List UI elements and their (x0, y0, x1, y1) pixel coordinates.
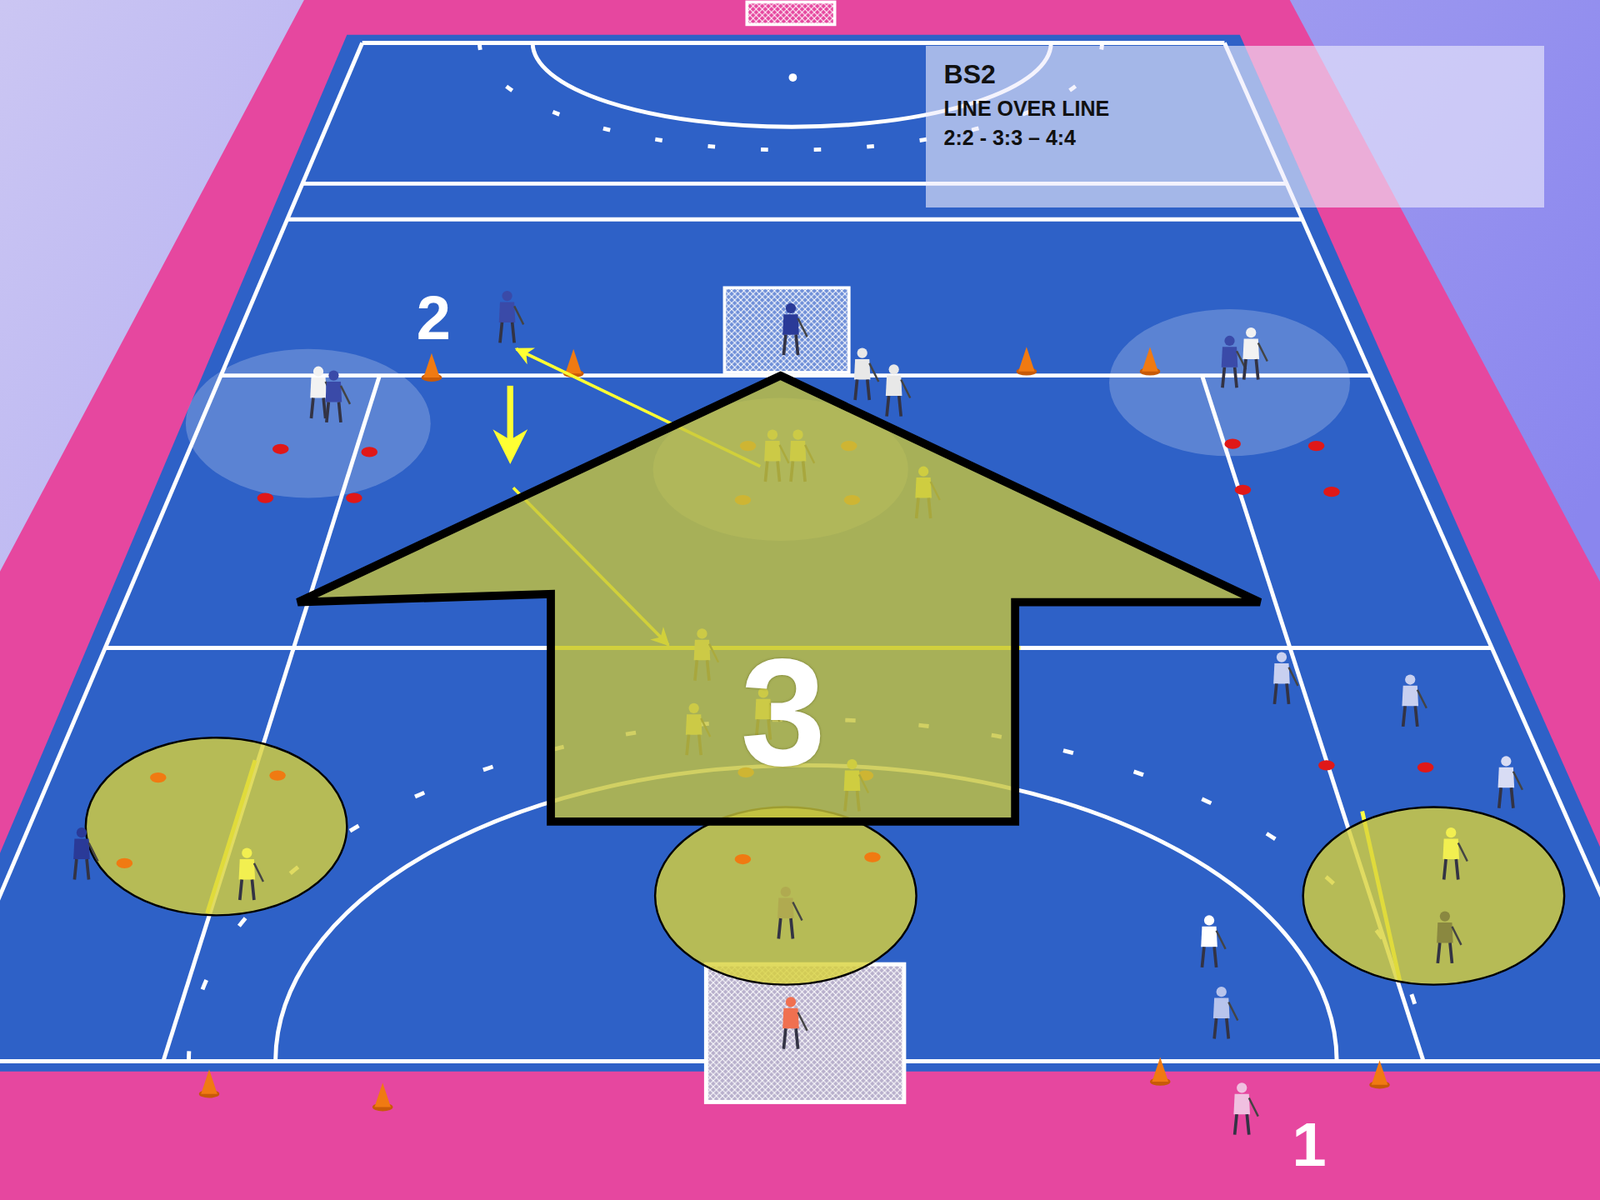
pitch-ellipse (185, 349, 431, 499)
pitch-ellipse (1318, 760, 1335, 770)
zone-number: 3 (740, 635, 826, 789)
direction-arrow: 3 (291, 367, 1266, 828)
pitch-use (854, 348, 879, 400)
callout-number: 2 (416, 287, 451, 350)
pitch-ellipse (269, 770, 286, 780)
pitch-use (1221, 335, 1246, 388)
pitch-use (1233, 1082, 1258, 1135)
pitch-line (0, 42, 363, 1061)
pitch-use (1273, 651, 1298, 704)
drill-code: BS2 (944, 59, 1526, 90)
pitch-polygon (0, 35, 1600, 1072)
pitch-use (499, 290, 524, 343)
pitch-ellipse (1235, 485, 1252, 495)
pitch-ellipse (1224, 439, 1241, 450)
pitch-use (782, 303, 807, 355)
drill-name: LINE OVER LINE (944, 96, 1526, 121)
pitch-use (421, 353, 442, 382)
pitch-rect (746, 1, 835, 25)
pitch-use (73, 827, 98, 880)
players (73, 290, 1523, 1135)
pitch-ellipse (345, 492, 363, 503)
pitch-use (372, 1082, 393, 1111)
pitch-line (507, 385, 514, 458)
pitch-use (777, 886, 802, 939)
pitch-ellipse (257, 492, 275, 503)
zones (85, 309, 1565, 985)
pitch-use (1016, 346, 1037, 375)
pitch-ellipse (864, 851, 881, 862)
pitch-use (1213, 986, 1238, 1039)
pitch-rect (724, 287, 849, 373)
pitch-use (1200, 915, 1225, 967)
pitch-ellipse (1323, 486, 1340, 497)
pitch-ellipse (85, 737, 347, 915)
pitch-line (286, 217, 1302, 222)
pitch-use (1498, 755, 1523, 808)
pitch-ellipse (1303, 807, 1565, 985)
pitch-ellipse (116, 858, 134, 869)
pitch-use (1242, 327, 1267, 380)
pitch-ellipse (1308, 440, 1325, 451)
pitch-ellipse (272, 444, 290, 455)
pitch-ellipse (360, 446, 378, 457)
pitch-use (1436, 910, 1461, 963)
pitch-use (239, 848, 264, 900)
pitch-rect (705, 964, 905, 1102)
drill-formats: 2:2 - 3:3 – 4:4 (944, 125, 1526, 150)
pitch-use (1401, 674, 1426, 726)
pitch-ellipse (655, 807, 916, 985)
pitch-use (1369, 1060, 1390, 1089)
arrow-outline (298, 375, 1261, 822)
callout-number: 1 (1291, 1114, 1326, 1176)
pitch-use (1442, 827, 1467, 880)
pitch-ellipse (1109, 309, 1350, 456)
pitch-use (1140, 346, 1160, 375)
pitch-use (199, 1069, 220, 1098)
cones (199, 346, 1390, 1111)
pitch-use (885, 364, 910, 416)
info-panel: BS2LINE OVER LINE 2:2 - 3:3 – 4:4 (925, 45, 1545, 207)
pitch-ellipse (1417, 762, 1435, 773)
pitch-use (782, 996, 807, 1049)
pitch-rect (705, 964, 905, 1102)
pitch-ellipse (735, 854, 752, 865)
arrow-text-area: 3 (550, 601, 1015, 821)
pitch-circle (789, 73, 798, 82)
pitch-rect (724, 287, 849, 373)
pitch-lines (0, 42, 1600, 1061)
pitch-ellipse (150, 772, 167, 783)
pitch-line (362, 40, 1225, 45)
pitch-use (1150, 1057, 1170, 1086)
pitch-use (325, 370, 350, 422)
